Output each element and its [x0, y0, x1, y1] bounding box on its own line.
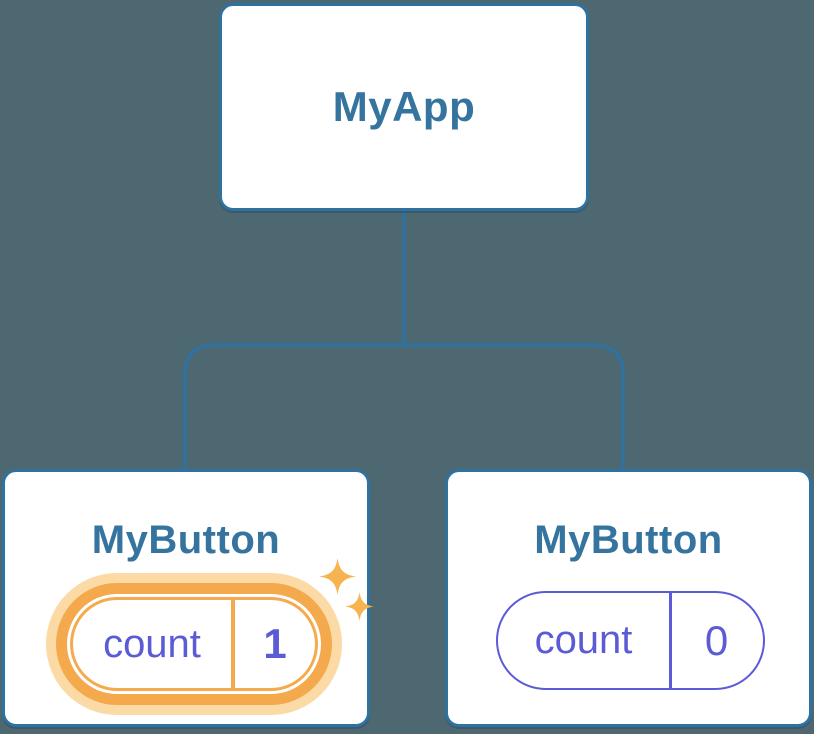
node-mybutton-updated-label: MyButton: [91, 518, 281, 562]
pill-divider: [231, 600, 235, 688]
connector-branch: [183, 343, 625, 469]
count-state-pill-updated: count 1: [70, 597, 318, 691]
count-state-pill-highlight-glow: count 1: [46, 573, 342, 715]
sparkle-icon-large: [319, 558, 356, 595]
state-key: count: [534, 618, 633, 662]
node-mybutton: MyButton count 0: [445, 469, 812, 727]
node-myapp: MyApp: [219, 3, 589, 211]
node-mybutton-updated: MyButton count 1: [2, 469, 374, 727]
sparkle-icon-small: [345, 592, 374, 621]
pill-divider: [669, 593, 672, 688]
state-value: 0: [704, 616, 729, 664]
state-value: 1: [263, 620, 287, 667]
count-state-pill: count 0: [496, 591, 765, 690]
node-mybutton-label: MyButton: [534, 518, 723, 562]
state-key: count: [103, 621, 201, 666]
node-myapp-label: MyApp: [332, 83, 476, 130]
count-state-pill-highlight-ring: count 1: [56, 583, 332, 705]
